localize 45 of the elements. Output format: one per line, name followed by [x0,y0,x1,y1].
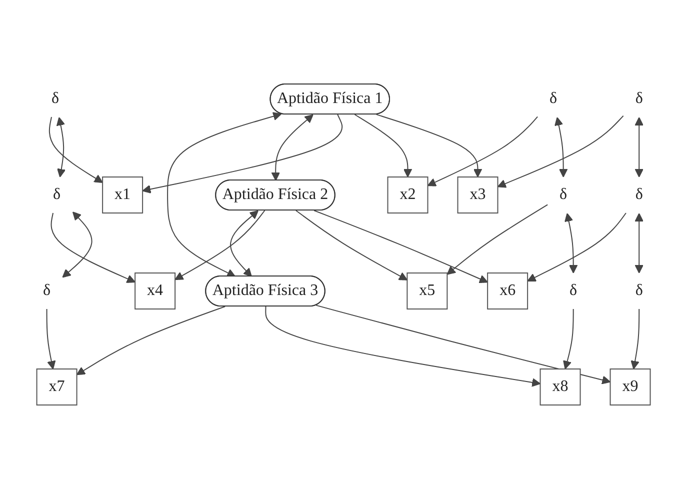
node-box: x3 [456,176,498,214]
arrow [142,114,342,194]
arrow [166,112,282,277]
node-box: x9 [609,368,650,406]
node-box: x6 [486,272,528,310]
arrow [50,212,135,283]
node-box: x5 [406,272,448,310]
arrow [174,210,265,280]
arrow [375,114,482,178]
arrow [270,114,313,181]
node-text: δ [549,90,557,107]
arrow [630,308,640,370]
arrow [313,210,488,284]
node-text: δ [569,282,577,299]
arrow [496,115,624,188]
arrow [48,116,102,183]
arrow [230,210,258,277]
node-box: x2 [386,176,428,214]
node-text: δ [634,90,642,107]
node-box: x1 [102,176,143,214]
arrow [426,116,538,186]
node-box: x7 [36,368,77,406]
node-text: δ [634,186,642,203]
node-text: δ [559,186,567,203]
arrow [526,212,626,282]
arrow [634,117,644,178]
node-box: x8 [539,368,580,406]
node-box: x4 [134,272,176,310]
arrow [554,117,568,178]
arrow [46,308,56,370]
arrow [634,213,644,274]
node-text: δ [52,186,60,203]
node-text: δ [42,282,50,299]
arrow [562,308,574,370]
node-text: δ [51,90,59,107]
arrow [295,210,408,280]
arrow [564,212,578,274]
arrow [76,306,226,376]
arrow [354,114,412,178]
node-text: δ [634,282,642,299]
arrow [62,212,92,278]
arrow [315,304,610,384]
arrow [446,204,548,275]
arrow [264,306,540,387]
arrow [56,117,66,178]
